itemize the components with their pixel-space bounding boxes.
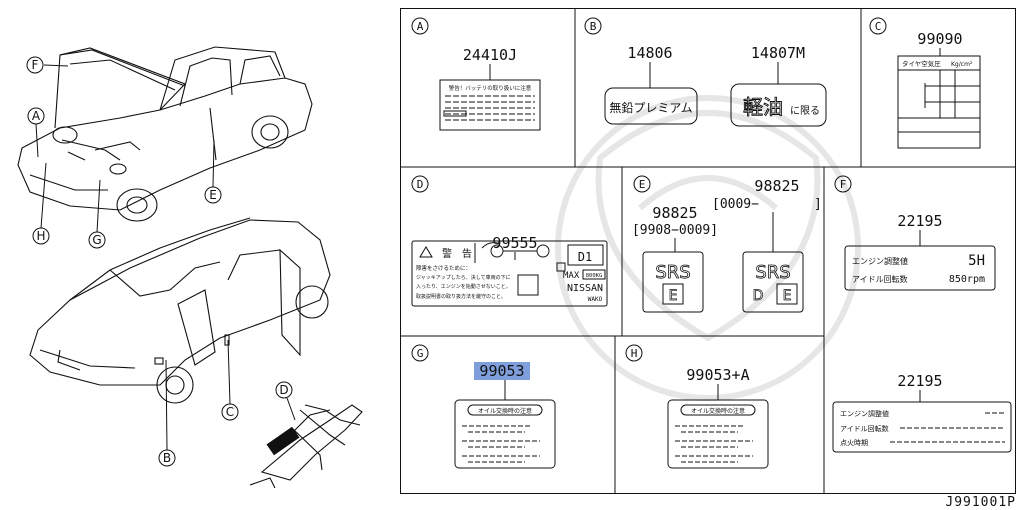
part-number-14807M: 14807M [751, 44, 805, 62]
part-number-22195-a: 22195 [897, 212, 942, 230]
svg-text:E: E [669, 288, 678, 304]
svg-text:入ったり、エンジンを始動させないこと。: 入ったり、エンジンを始動させないこと。 [416, 283, 511, 290]
svg-text:C: C [226, 405, 234, 419]
srs-label-b: SRS D E [742, 251, 804, 313]
part-number-highlight [474, 362, 530, 380]
car-front-view [17, 46, 313, 222]
svg-text:E: E [783, 288, 792, 304]
part-number-24410J: 24410J [463, 46, 517, 64]
svg-text:点火時期: 点火時期 [840, 439, 868, 447]
svg-text:D1: D1 [578, 250, 592, 264]
svg-text:A: A [32, 109, 41, 123]
srs-label-a: SRS E [642, 251, 704, 313]
svg-text:B: B [163, 451, 171, 465]
panel-F: F 22195 エンジン調整値 5H アイドル回転数 850rpm 22195 … [832, 175, 1012, 453]
svg-text:警告！バッテリの取り扱いに注意: 警告！バッテリの取り扱いに注意 [449, 84, 532, 92]
callout-E: E [204, 186, 222, 204]
svg-text:F: F [32, 58, 39, 72]
panel-G: G 99053 オイル交換時の注意 [411, 344, 556, 469]
panel-E: E 98825 [0009− ] 98825 [9908−0009] SRS E… [632, 175, 822, 313]
svg-text:アイドル回転数: アイドル回転数 [852, 274, 908, 284]
callout-D: D [275, 381, 293, 399]
callout-C: C [221, 403, 239, 421]
svg-text:G: G [417, 347, 424, 360]
svg-text:SRS: SRS [755, 262, 790, 283]
svg-text:H: H [36, 229, 45, 243]
svg-text:MAX: MAX [563, 271, 580, 281]
svg-text:オイル交換時の注意: オイル交換時の注意 [478, 407, 532, 415]
diesel-only-label: 軽油 [743, 95, 783, 119]
svg-text:G: G [92, 233, 101, 247]
part-number-22195-b: 22195 [897, 372, 942, 390]
tire-pressure-label: タイヤ空気圧 Kg/cm² [897, 55, 981, 149]
svg-text:D: D [753, 288, 764, 304]
svg-text:D: D [417, 178, 424, 191]
part-number-14806: 14806 [627, 44, 672, 62]
svg-text:エンジン調整値: エンジン調整値 [840, 409, 889, 418]
panel-B: B 14806 14807M 無鉛プレミアム 軽油 に限る [584, 17, 827, 127]
battery-warning-label: 警告！バッテリの取り扱いに注意 [439, 79, 541, 131]
callout-F: F [26, 56, 44, 74]
svg-text:D: D [279, 383, 288, 397]
vehicle-illustrations: F A H G E B C D [17, 46, 363, 489]
svg-text:アイドル回転数: アイドル回転数 [840, 424, 889, 433]
unleaded-premium-label: 無鉛プレミアム [609, 100, 692, 115]
svg-text:警 告: 警 告 [442, 247, 472, 260]
part-number-98825-b: 98825 [754, 177, 799, 195]
svg-text:E: E [209, 188, 217, 202]
part-number-99555: 99555 [492, 234, 537, 252]
part-number-99053: 99053 [479, 362, 524, 380]
callout-G: G [88, 231, 106, 249]
callout-A: A [27, 107, 45, 125]
svg-text:850rpm: 850rpm [949, 274, 985, 285]
svg-text:C: C [875, 20, 882, 33]
svg-text:A: A [417, 20, 424, 33]
svg-text:WAKO: WAKO [588, 296, 603, 303]
svg-text:ジャッキアップしたら、決して車両の下に: ジャッキアップしたら、決して車両の下に [416, 274, 511, 281]
part-number-98825-a: 98825 [652, 204, 697, 222]
svg-text:SRS: SRS [655, 262, 690, 283]
panel-D: D 99555 警 告 障害をさけるために： ジャッキアップしたら、決して車両の… [411, 175, 608, 307]
engine-tune-label-a: エンジン調整値 5H アイドル回転数 850rpm [844, 245, 996, 291]
part-number-99090: 99090 [917, 30, 962, 48]
callout-B: B [158, 449, 176, 467]
svg-text:5H: 5H [968, 253, 985, 269]
svg-text:]: ] [814, 197, 822, 212]
svg-text:E: E [639, 178, 646, 191]
svg-text:[9908−0009]: [9908−0009] [632, 223, 718, 238]
panel-A: A 24410J 警告！バッテリの取り扱いに注意 [411, 17, 541, 131]
svg-text:B: B [590, 20, 597, 33]
svg-text:タイヤ空気圧: タイヤ空気圧 [902, 59, 941, 68]
panel-C: C 99090 タイヤ空気圧 Kg/cm² [869, 17, 981, 149]
svg-text:取扱説明書の取り扱方法を厳守のこと。: 取扱説明書の取り扱方法を厳守のこと。 [416, 293, 506, 300]
svg-text:エンジン調整値: エンジン調整値 [852, 256, 908, 266]
diagram-code: J991001P [945, 495, 1016, 510]
svg-text:H: H [631, 347, 638, 360]
oil-change-label-h: オイル交換時の注意 [667, 399, 769, 469]
panel-H: H 99053+A オイル交換時の注意 [625, 344, 769, 469]
svg-text:障害をさけるために：: 障害をさけるために： [416, 264, 471, 272]
svg-text:F: F [840, 178, 847, 191]
callout-H: H [32, 227, 50, 245]
part-number-99053A: 99053+A [686, 366, 749, 384]
car-rear-view [29, 217, 331, 404]
jack-illustration [249, 404, 363, 489]
oil-change-label-g: オイル交換時の注意 [454, 399, 556, 469]
jack-warning-label: 警 告 障害をさけるために： ジャッキアップしたら、決して車両の下に 入ったり、… [411, 240, 608, 307]
svg-text:に限る: に限る [790, 105, 820, 117]
label-panels-grid: A 24410J 警告！バッテリの取り扱いに注意 B 14806 14807M … [400, 8, 1016, 494]
svg-text:NISSAN: NISSAN [567, 283, 603, 294]
svg-text:[0009−: [0009− [712, 197, 759, 212]
svg-text:Kg/cm²: Kg/cm² [951, 61, 973, 68]
engine-tune-label-b: エンジン調整値 アイドル回転数 点火時期 [832, 401, 1012, 453]
svg-text:800KG: 800KG [586, 273, 603, 279]
svg-text:オイル交換時の注意: オイル交換時の注意 [691, 407, 745, 415]
